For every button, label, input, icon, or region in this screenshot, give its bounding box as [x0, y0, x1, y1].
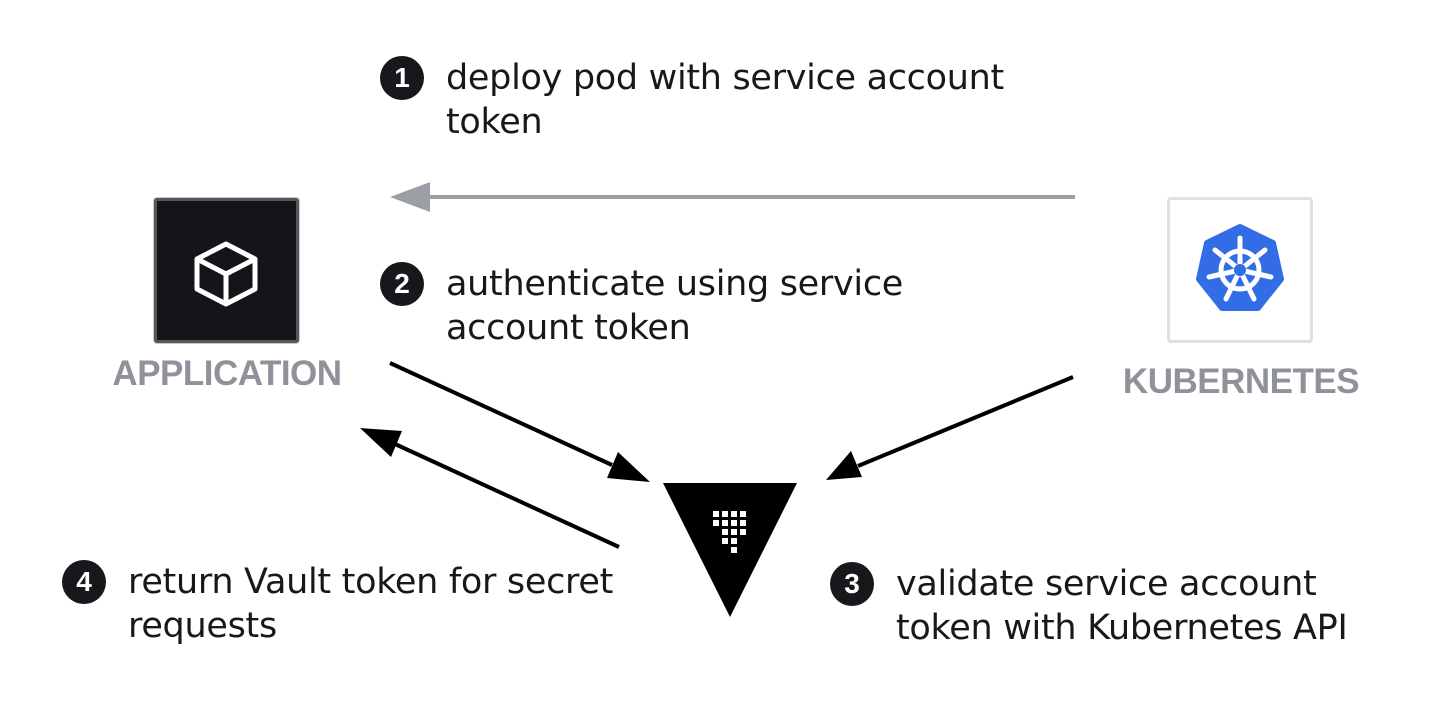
- step-4-number-badge: 4: [62, 560, 106, 604]
- step-2-line-1: authenticate using service: [446, 264, 904, 304]
- application-node: [154, 198, 299, 343]
- step-3-number-badge: 3: [830, 562, 874, 606]
- step-1: 1 deploy pod with service account token: [380, 56, 1004, 144]
- step-4-line-1: return Vault token for secret: [128, 562, 614, 602]
- application-label: APPLICATION: [112, 354, 342, 393]
- step-2: 2 authenticate using service account tok…: [380, 262, 903, 350]
- step-2-line-2: account token: [446, 308, 691, 348]
- step-4-line-2: requests: [128, 606, 277, 646]
- arrow-application-to-vault: [389, 361, 650, 482]
- step-2-text: authenticate using service account token: [446, 262, 903, 350]
- step-1-line-1: deploy pod with service account: [446, 58, 1004, 98]
- vault-logo-icon: [663, 483, 797, 617]
- kubernetes-node: [1167, 197, 1313, 343]
- step-4-text: return Vault token for secret requests: [128, 560, 613, 648]
- arrow-k8s-to-application: [390, 182, 1075, 212]
- arrow-k8s-to-vault: [826, 375, 1074, 480]
- step-3: 3 validate service account token with Ku…: [830, 562, 1348, 650]
- step-2-number-badge: 2: [380, 262, 424, 306]
- step-3-line-2: token with Kubernetes API: [896, 608, 1348, 648]
- cube-icon: [194, 241, 258, 307]
- step-3-text: validate service account token with Kube…: [896, 562, 1348, 650]
- kubernetes-label: KUBERNETES: [1122, 362, 1360, 401]
- kubernetes-helm-icon: [1196, 224, 1284, 311]
- step-1-line-2: token: [446, 102, 543, 142]
- step-3-line-1: validate service account: [896, 564, 1317, 604]
- step-1-text: deploy pod with service account token: [446, 56, 1004, 144]
- step-4: 4 return Vault token for secret requests: [62, 560, 613, 648]
- step-1-number-badge: 1: [380, 56, 424, 100]
- arrow-vault-to-application: [360, 428, 620, 549]
